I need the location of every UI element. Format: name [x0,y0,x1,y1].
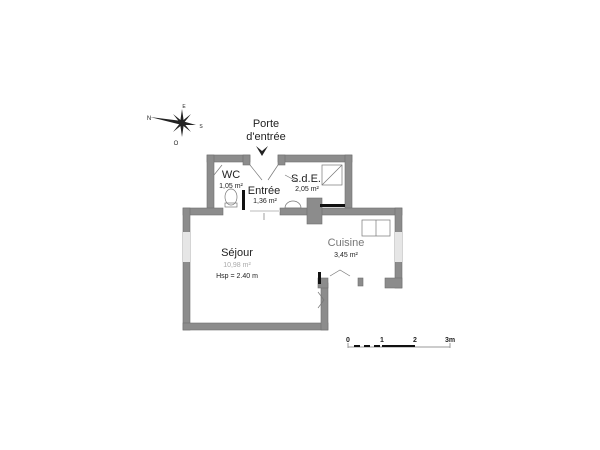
compass-e: E [182,104,186,110]
compass-n: N [147,116,151,122]
room-sejour-area: 10,98 m² [223,262,251,269]
scale-tick-2: 2 [413,337,417,344]
room-sde-name: S.d.E. [291,173,321,185]
shower-icon [321,164,343,186]
room-sde-area: 2,05 m² [295,186,319,193]
room-entree-area: 1,36 m² [253,198,277,205]
entrance-arrow-icon [256,146,268,156]
room-wc-name: WC [222,169,240,181]
toilet-icon [224,188,238,208]
entrance-label-line2: d'entrée [246,131,285,143]
room-sejour-height: Hsp = 2.40 m [216,273,258,280]
scale-tick-3: 3m [445,337,455,344]
walls [182,154,403,331]
room-wc-area: 1,05 m² [219,183,243,190]
compass-o: O [174,141,179,147]
sink-icon [284,200,302,209]
room-sejour-name: Séjour [221,247,253,259]
room-entree-name: Entrée [248,185,280,197]
stove-icon [361,219,391,237]
scale-tick-0: 0 [346,337,350,344]
door-swings [213,164,351,309]
room-cuisine-name: Cuisine [328,237,365,249]
compass-rose-icon: N E S O [147,104,204,147]
room-cuisine-area: 3,45 m² [334,252,358,259]
scale-bar: 0 1 2 3m [346,337,455,348]
entrance-label-line1: Porte [253,118,279,130]
scale-tick-1: 1 [380,337,384,344]
compass-s: S [199,124,203,130]
